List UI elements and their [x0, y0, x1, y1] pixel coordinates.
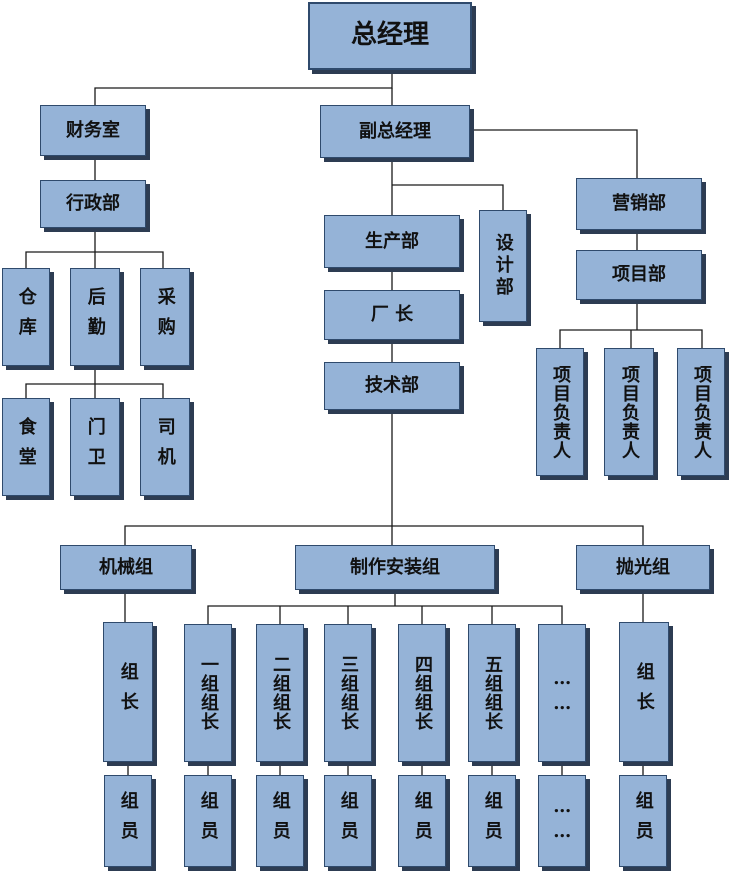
- box-driver: 司机: [140, 398, 190, 496]
- line-fab-bar: [207, 605, 563, 624]
- box-logistics: 后勤: [70, 268, 120, 366]
- box-leader-2: 二组组长: [256, 624, 304, 762]
- box-finance: 财务室: [40, 105, 146, 156]
- box-project-lead-2: 项目负责人: [604, 348, 654, 476]
- box-project: 项目部: [576, 250, 702, 300]
- box-member-3: 组员: [324, 775, 372, 867]
- box-member-machinery: 组员: [104, 775, 152, 867]
- box-member-2: 组员: [256, 775, 304, 867]
- box-project-lead-1: 项目负责人: [536, 348, 584, 476]
- box-warehouse: 仓库: [2, 268, 50, 366]
- box-leader-3: 三组组长: [324, 624, 372, 762]
- box-member-5: 组员: [468, 775, 516, 867]
- box-fabrication-group: 制作安装组: [295, 545, 495, 590]
- line-groups-bar: [124, 525, 644, 545]
- box-leader-4: 四组组长: [398, 624, 446, 762]
- box-admin: 行政部: [40, 180, 146, 228]
- box-leader-more: ……: [538, 624, 586, 762]
- box-technical: 技术部: [324, 362, 460, 410]
- box-member-1: 组员: [184, 775, 232, 867]
- line-deputy-marketing: [470, 129, 638, 178]
- box-project-lead-3: 项目负责人: [677, 348, 725, 476]
- box-machinery-group: 机械组: [60, 545, 192, 590]
- box-polishing-group: 抛光组: [576, 545, 710, 590]
- box-general-manager: 总经理: [308, 2, 472, 70]
- box-production: 生产部: [324, 215, 460, 268]
- box-leader-5: 五组组长: [468, 624, 516, 762]
- box-leader-machinery: 组长: [103, 622, 153, 762]
- line-gm-branch: [94, 70, 393, 105]
- box-member-polishing: 组员: [619, 775, 667, 867]
- box-factory-director: 厂 长: [324, 290, 460, 340]
- box-marketing: 营销部: [576, 178, 702, 230]
- box-member-more: ……: [538, 775, 586, 867]
- box-design: 设计部: [479, 210, 527, 322]
- box-deputy-gm: 副总经理: [320, 105, 470, 158]
- box-guard: 门卫: [70, 398, 120, 496]
- box-canteen: 食堂: [2, 398, 50, 496]
- box-leader-1: 一组组长: [184, 624, 232, 762]
- box-purchasing: 采购: [140, 268, 190, 366]
- line-deputy-design: [392, 184, 504, 210]
- box-leader-polishing: 组长: [619, 622, 669, 762]
- box-member-4: 组员: [398, 775, 446, 867]
